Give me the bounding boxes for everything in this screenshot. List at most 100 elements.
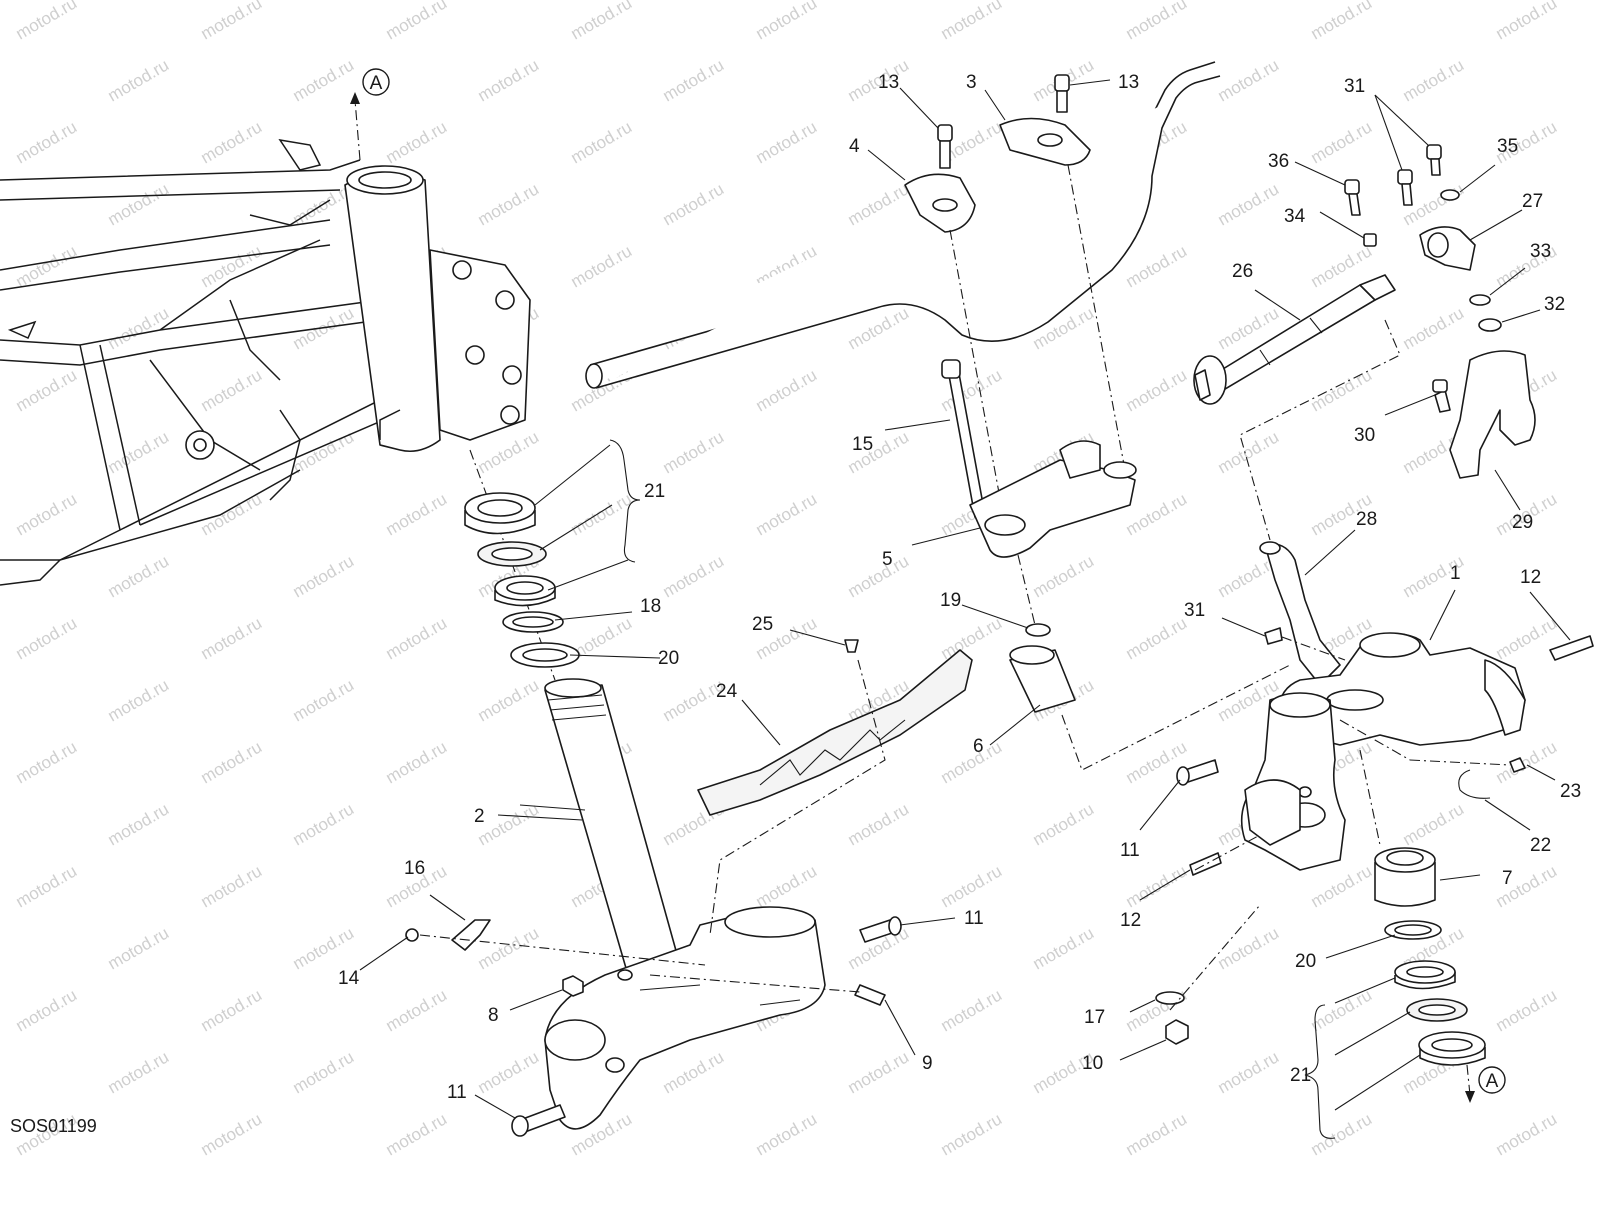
watermark-text: motod.ru: [753, 365, 821, 415]
watermark-text: motod.ru: [13, 0, 81, 43]
watermark-text: motod.ru: [938, 613, 1006, 663]
callout-7: 7: [1502, 868, 1513, 889]
top-cover: [697, 629, 973, 936]
watermark-text: motod.ru: [1400, 303, 1468, 353]
watermark-text: motod.ru: [475, 1047, 543, 1097]
watermark-text: motod.ru: [1215, 55, 1283, 105]
callout-30: 30: [1354, 425, 1375, 446]
callout-23: 23: [1560, 781, 1581, 802]
callout-17: 17: [1084, 1007, 1105, 1028]
callout-6: 6: [973, 736, 984, 757]
handlebar-clamps: [867, 74, 1126, 526]
watermark-text: motod.ru: [105, 427, 173, 477]
watermark-text: motod.ru: [198, 365, 266, 415]
watermark-text: motod.ru: [938, 0, 1006, 43]
callout-34: 34: [1284, 206, 1306, 227]
callout-31-lower: 31: [1184, 600, 1205, 621]
watermark-text: motod.ru: [1030, 799, 1098, 849]
watermark-text: motod.ru: [198, 0, 266, 43]
steering-damper-assembly: [1193, 94, 1541, 686]
callout-11-right: 11: [1120, 840, 1140, 861]
callout-31-upper: 31: [1344, 76, 1365, 97]
watermark-text: motod.ru: [1215, 1047, 1283, 1097]
watermark-text: motod.ru: [383, 613, 451, 663]
watermark-text: motod.ru: [383, 985, 451, 1035]
handlebar: [585, 61, 1221, 389]
watermark-text: motod.ru: [198, 737, 266, 787]
callout-11-stem: 11: [964, 908, 984, 929]
callout-25: 25: [752, 614, 773, 635]
watermark-text: motod.ru: [1493, 737, 1561, 787]
callout-35: 35: [1497, 136, 1518, 157]
callout-11-lower: 11: [447, 1082, 467, 1103]
watermark-text: motod.ru: [198, 861, 266, 911]
watermark-text: motod.ru: [1123, 0, 1191, 43]
watermark-text: motod.ru: [383, 489, 451, 539]
watermark-text: motod.ru: [568, 241, 636, 291]
watermark-text: motod.ru: [660, 1047, 728, 1097]
watermark-text: motod.ru: [1308, 365, 1376, 415]
upper-bearing-stack: [464, 439, 661, 681]
lower-bearing-stack: [1304, 847, 1486, 1139]
watermark-text: motod.ru: [1215, 923, 1283, 973]
watermark-text: motod.ru: [938, 1109, 1006, 1159]
watermark-text: motod.ru: [198, 241, 266, 291]
watermark-text: motod.ru: [1030, 923, 1098, 973]
watermark-text: motod.ru: [1493, 985, 1561, 1035]
watermark-text: motod.ru: [105, 799, 173, 849]
watermark-text: motod.ru: [753, 861, 821, 911]
callout-1: 1: [1450, 563, 1461, 584]
watermark-text: motod.ru: [383, 1109, 451, 1159]
watermark-text: motod.ru: [1123, 489, 1191, 539]
watermark-text: motod.ru: [1123, 1109, 1191, 1159]
callout-9: 9: [922, 1053, 933, 1074]
watermark-text: motod.ru: [105, 923, 173, 973]
callout-8: 8: [488, 1005, 499, 1026]
watermark-text: motod.ru: [290, 675, 358, 725]
watermark-text: motod.ru: [13, 489, 81, 539]
watermark-text: motod.ru: [753, 117, 821, 167]
watermark-text: motod.ru: [660, 179, 728, 229]
callout-36: 36: [1268, 151, 1289, 172]
callout-32: 32: [1544, 294, 1565, 315]
watermark-text: motod.ru: [13, 365, 81, 415]
watermark-text: motod.ru: [660, 551, 728, 601]
lower-left-small-parts: [359, 814, 956, 1137]
watermark-text: motod.ru: [105, 1047, 173, 1097]
diagram-code: SOS01199: [10, 1116, 97, 1136]
watermark-text: motod.ru: [1400, 799, 1468, 849]
callout-18: 18: [640, 596, 661, 617]
watermark-text: motod.ru: [938, 985, 1006, 1035]
watermark-text: motod.ru: [660, 55, 728, 105]
reference-arrow-top: [350, 68, 390, 161]
callout-12-lower: 12: [1120, 910, 1141, 931]
watermark-text: motod.ru: [1123, 613, 1191, 663]
callout-12-upper: 12: [1520, 567, 1541, 588]
reference-label-top: A: [370, 73, 383, 94]
watermark-text: motod.ru: [290, 1047, 358, 1097]
callout-13-right: 13: [1118, 72, 1139, 93]
watermark-text: motod.ru: [13, 985, 81, 1035]
watermark-text: motod.ru: [845, 551, 913, 601]
callout-26: 26: [1232, 261, 1253, 282]
callout-2: 2: [474, 806, 485, 827]
watermark-text: motod.ru: [475, 675, 543, 725]
callout-27: 27: [1522, 191, 1543, 212]
watermark-text: motod.ru: [753, 1109, 821, 1159]
watermark-text: motod.ru: [198, 1109, 266, 1159]
watermark-text: motod.ru: [1215, 427, 1283, 477]
callout-5: 5: [882, 549, 893, 570]
callout-20-right: 20: [1295, 951, 1316, 972]
watermark-text: motod.ru: [1493, 613, 1561, 663]
watermark-text: motod.ru: [568, 489, 636, 539]
watermark-text: motod.ru: [1123, 861, 1191, 911]
risers: [884, 359, 1137, 558]
callout-21-lower: 21: [1290, 1065, 1311, 1086]
watermark-text: motod.ru: [1123, 365, 1191, 415]
callout-21-upper: 21: [644, 481, 665, 502]
watermark-text: motod.ru: [1123, 241, 1191, 291]
upper-yoke: [1278, 589, 1594, 746]
watermark-text: motod.ru: [1493, 0, 1561, 43]
watermark-text: motod.ru: [198, 117, 266, 167]
watermark-text: motod.ru: [938, 861, 1006, 911]
